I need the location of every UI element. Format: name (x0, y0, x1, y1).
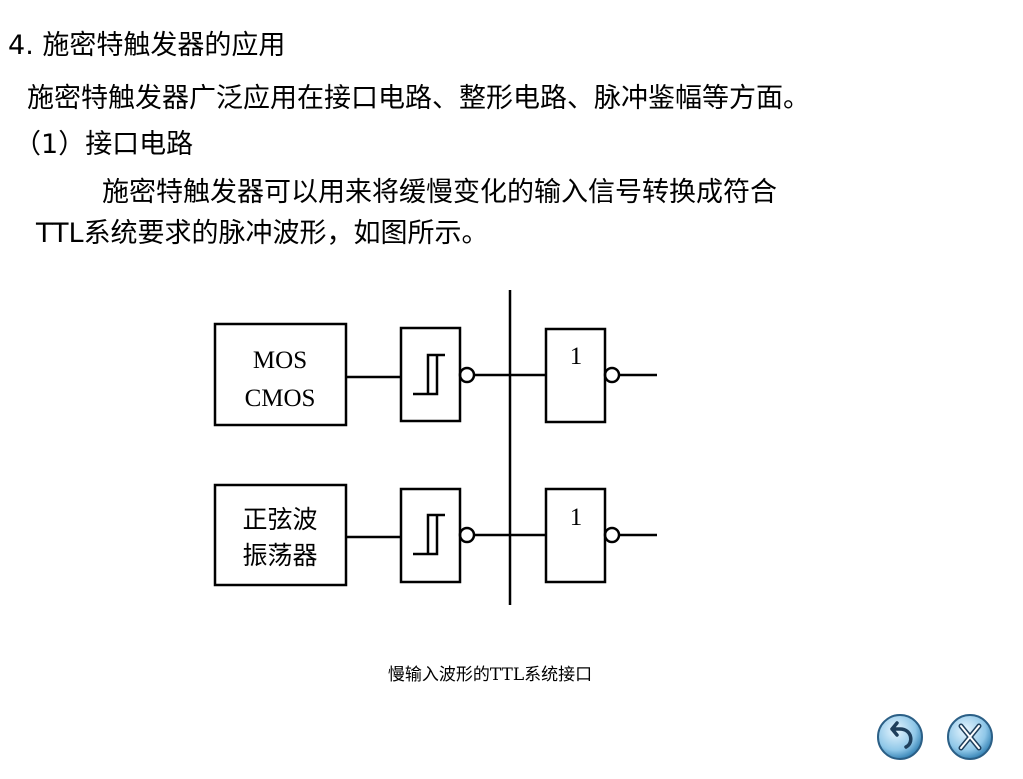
paragraph-line-1: 施密特触发器可以用来将缓慢变化的输入信号转换成符合 (102, 177, 777, 208)
source-top-label-1: MOS (253, 347, 307, 374)
back-button[interactable] (876, 713, 924, 761)
intro-text: 施密特触发器广泛应用在接口电路、整形电路、脉冲鉴幅等方面。 (27, 83, 810, 114)
section-number: 4 (8, 30, 26, 61)
paragraph-line-2-rest: 系统要求的脉冲波形，如图所示。 (83, 218, 489, 249)
section-title: 施密特触发器的应用 (42, 30, 286, 61)
close-x-icon (947, 714, 993, 760)
inverter-bubble (458, 366, 476, 384)
ttl-term: TTL (36, 218, 84, 249)
subsection-title: 接口电路 (85, 129, 194, 160)
section-heading: 4. 施密特触发器的应用 (8, 30, 286, 61)
gate-top-label: 1 (570, 343, 583, 370)
hysteresis-icon (413, 513, 445, 556)
inverter-bubble (603, 526, 621, 544)
source-box-oscillator (213, 483, 348, 587)
inverter-bubble (458, 526, 476, 544)
subsection-heading: （1）接口电路 (14, 129, 194, 160)
source-bottom-label-1: 正弦波 (242, 506, 317, 534)
source-bottom-label-2: 振荡器 (242, 542, 317, 570)
ttl-gate-bottom (544, 487, 607, 584)
inverter-bubble (603, 366, 621, 384)
source-box-mos (213, 322, 348, 427)
paragraph-line-2: TTL系统要求的脉冲波形，如图所示。 (36, 217, 489, 251)
source-top-label-2: CMOS (245, 385, 316, 412)
schmitt-trigger-bottom (399, 487, 462, 584)
hysteresis-icon (413, 353, 445, 396)
gate-bottom-label: 1 (570, 504, 583, 531)
figure-caption: 慢输入波形的TTL系统接口 (387, 665, 593, 685)
exit-button[interactable] (946, 713, 994, 761)
schmitt-trigger-top (399, 326, 462, 423)
back-arrow-icon (877, 714, 923, 760)
subsection-number: 1 (41, 129, 59, 160)
